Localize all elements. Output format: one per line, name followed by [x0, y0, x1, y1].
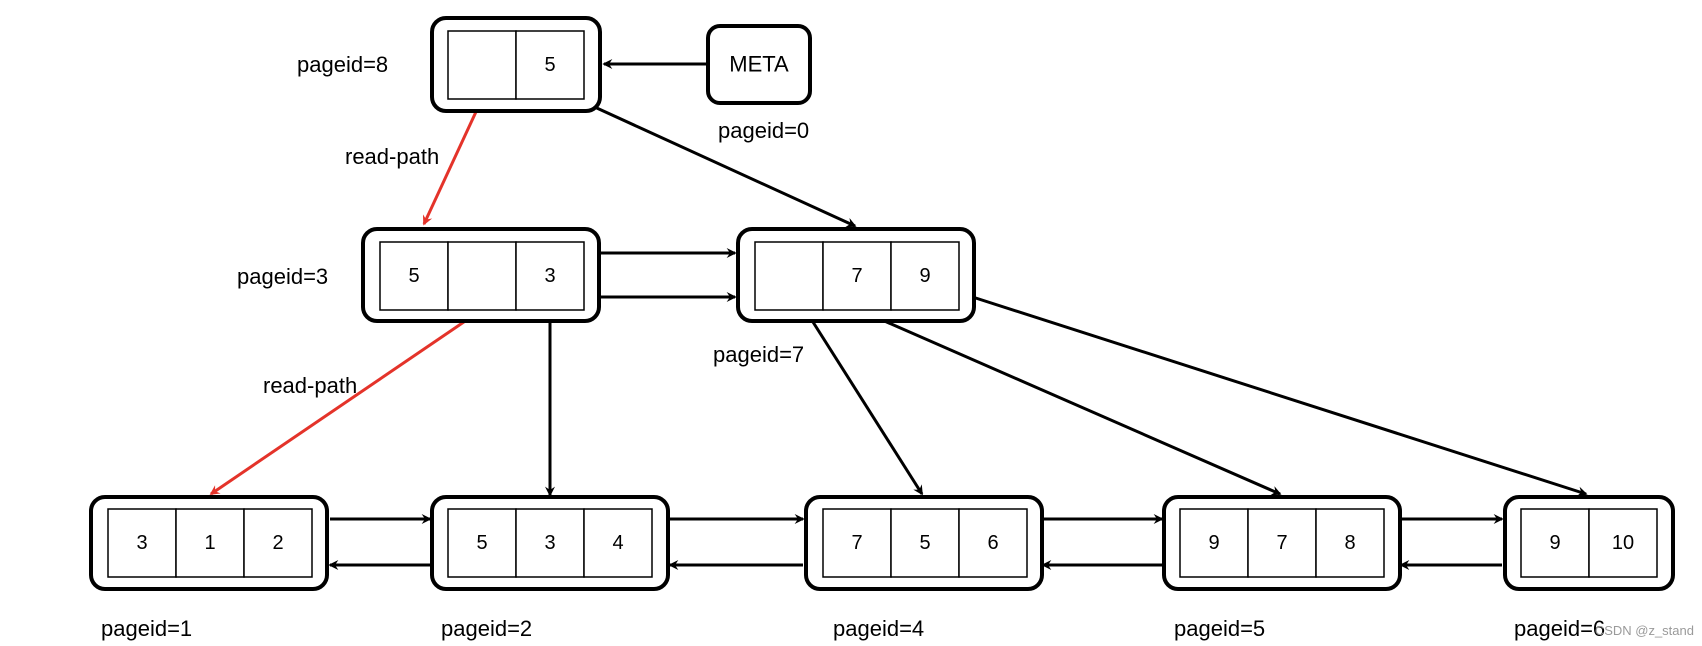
node-p4-label: pageid=4: [833, 616, 924, 641]
node-p2-cell-2-text: 4: [612, 532, 623, 554]
node-pageid-5: 9 7 8: [1162, 495, 1402, 591]
meta-pageid-label: pageid=0: [718, 118, 809, 143]
node-p2-label: pageid=2: [441, 616, 532, 641]
node-pageid-4: 7 5 6: [804, 495, 1044, 591]
node-p6-cell-1-text: 10: [1612, 532, 1634, 554]
node-p4-cell-2: [958, 508, 1028, 578]
edge-p8-to-p7: [587, 102, 857, 228]
node-p2-cell-1: [515, 508, 585, 578]
node-p7-label: pageid=7: [713, 342, 804, 367]
node-p1-cell-2-text: 2: [272, 532, 283, 554]
node-p6-cell-0: [1520, 508, 1590, 578]
node-p2-cell-0: [447, 508, 517, 578]
node-pageid-2: 5 3 4: [430, 495, 670, 591]
node-p8-cell-1-text: 5: [544, 54, 555, 76]
node-p4-cell-0: [822, 508, 892, 578]
node-p8-cell-0: [447, 30, 517, 100]
edge-p7-to-p6: [956, 290, 1588, 497]
node-p3-cell-2-text: 3: [544, 265, 555, 287]
node-p5-label: pageid=5: [1174, 616, 1265, 641]
edge-p7-to-p5: [856, 307, 1282, 496]
read-path-label-2: read-path: [263, 373, 357, 398]
node-p2-cell-2: [583, 508, 653, 578]
node-p4-cell-0-text: 7: [851, 532, 862, 554]
node-p2-cell-1-text: 3: [544, 532, 555, 554]
node-p6-label: pageid=6: [1514, 616, 1605, 641]
node-p1-cell-2: [243, 508, 313, 578]
node-pageid-7: 7 9: [736, 227, 976, 323]
node-p3-cell-0-text: 5: [408, 265, 419, 287]
node-p3-cell-2: [515, 241, 585, 311]
node-p5-cell-1: [1247, 508, 1317, 578]
node-p7-cell-1-text: 7: [851, 265, 862, 287]
node-p1-cell-1-text: 1: [204, 532, 215, 554]
node-p7-cell-2: [890, 241, 960, 311]
read-path-edge-p3-to-p1: [209, 309, 481, 496]
node-pageid-8: 5: [430, 16, 602, 113]
meta-node: META: [706, 24, 812, 105]
node-p5-cell-0-text: 9: [1208, 532, 1219, 554]
node-p5-cell-1-text: 7: [1276, 532, 1287, 554]
node-p4-cell-1: [890, 508, 960, 578]
node-p5-cell-2-text: 8: [1344, 532, 1355, 554]
node-p1-cell-0-text: 3: [136, 532, 147, 554]
node-p7-cell-2-text: 9: [919, 265, 930, 287]
node-p1-cell-1: [175, 508, 245, 578]
node-pageid-3: 5 3: [361, 227, 601, 323]
node-p5-cell-2: [1315, 508, 1385, 578]
edge-p7-to-p4: [804, 310, 924, 496]
node-p2-cell-0-text: 5: [476, 532, 487, 554]
watermark: CSDN @z_stand: [1594, 623, 1694, 638]
read-path-label-1: read-path: [345, 144, 439, 169]
edges: [209, 59, 1588, 570]
node-p4-cell-2-text: 6: [987, 532, 998, 554]
node-p1-label: pageid=1: [101, 616, 192, 641]
node-p7-cell-0: [754, 241, 824, 311]
node-p8-cell-1: [515, 30, 585, 100]
meta-label: META: [729, 52, 789, 77]
read-path-edge-p8-to-p3: [422, 100, 483, 226]
node-p3-label: pageid=3: [237, 264, 328, 289]
node-p3-cell-1: [447, 241, 517, 311]
node-p4-cell-1-text: 5: [919, 532, 930, 554]
node-p6-cell-0-text: 9: [1549, 532, 1560, 554]
node-p7-cell-1: [822, 241, 892, 311]
node-p5-cell-0: [1179, 508, 1249, 578]
node-p6-cell-1: [1588, 508, 1658, 578]
node-pageid-6: 9 10: [1503, 495, 1675, 591]
node-p8-label: pageid=8: [297, 52, 388, 77]
node-pageid-1: 3 1 2: [89, 495, 329, 591]
